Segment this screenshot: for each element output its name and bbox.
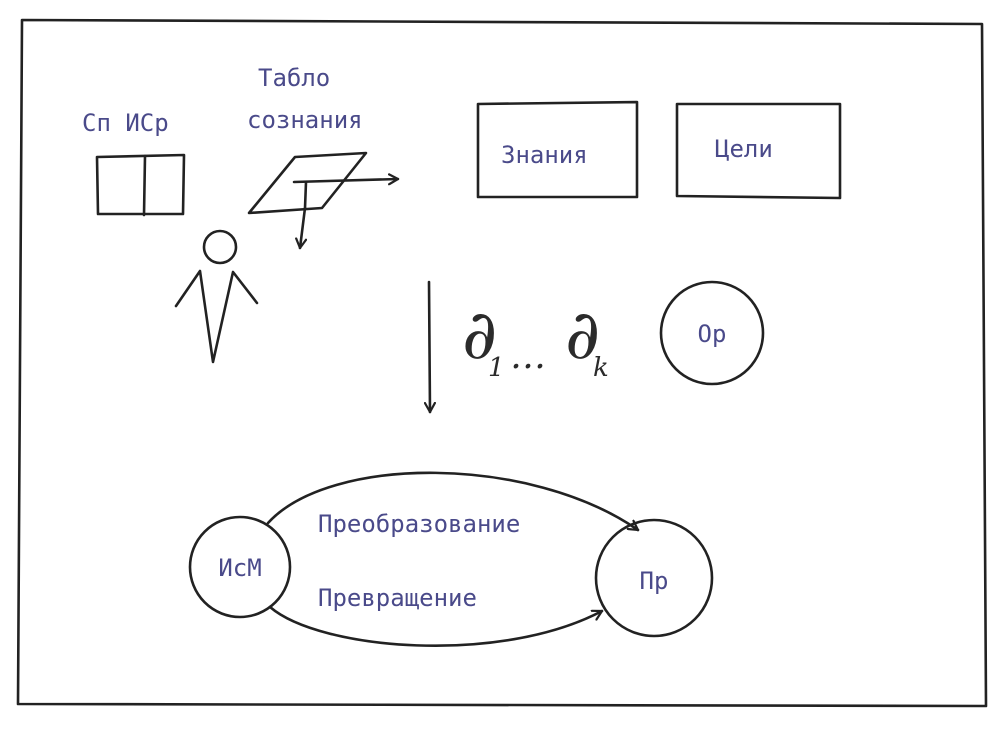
sp-isr-icon <box>95 153 186 217</box>
pr-label: Пр <box>640 567 669 595</box>
pr-node: Пр <box>594 518 714 638</box>
prevrashchenie-label: Превращение <box>318 584 477 612</box>
ism-label: ИсМ <box>218 554 261 582</box>
preobrazovanie-label: Преобразование <box>318 510 520 538</box>
partial-sequence: ∂ 1 … ∂ k <box>462 296 609 383</box>
down-arrow <box>429 280 430 414</box>
outer-frame <box>16 18 988 708</box>
subscript-one: 1 <box>488 353 505 383</box>
subscript-k: k <box>593 353 609 383</box>
sp-isr-label: Сп ИСр <box>82 109 169 137</box>
preobrazovanie-arrow <box>266 471 640 532</box>
partial-symbol-first: ∂ <box>462 296 497 375</box>
tablo-label-line1: Табло <box>258 64 330 92</box>
partial-symbol-last: ∂ <box>565 296 600 375</box>
prevrashchenie-arrow <box>268 605 604 648</box>
tseli-box: Цели <box>675 102 842 200</box>
tseli-label: Цели <box>715 135 773 163</box>
consciousness-board-icon <box>247 151 400 250</box>
ism-node: ИсМ <box>188 515 292 619</box>
op-label: Ор <box>698 320 727 348</box>
ellipsis: … <box>510 336 546 377</box>
person-icon <box>174 229 259 364</box>
tablo-label-line2: сознания <box>247 106 363 134</box>
op-node: Ор <box>659 280 765 386</box>
znaniya-label: Знания <box>501 141 588 169</box>
znaniya-box: Знания <box>476 100 639 199</box>
